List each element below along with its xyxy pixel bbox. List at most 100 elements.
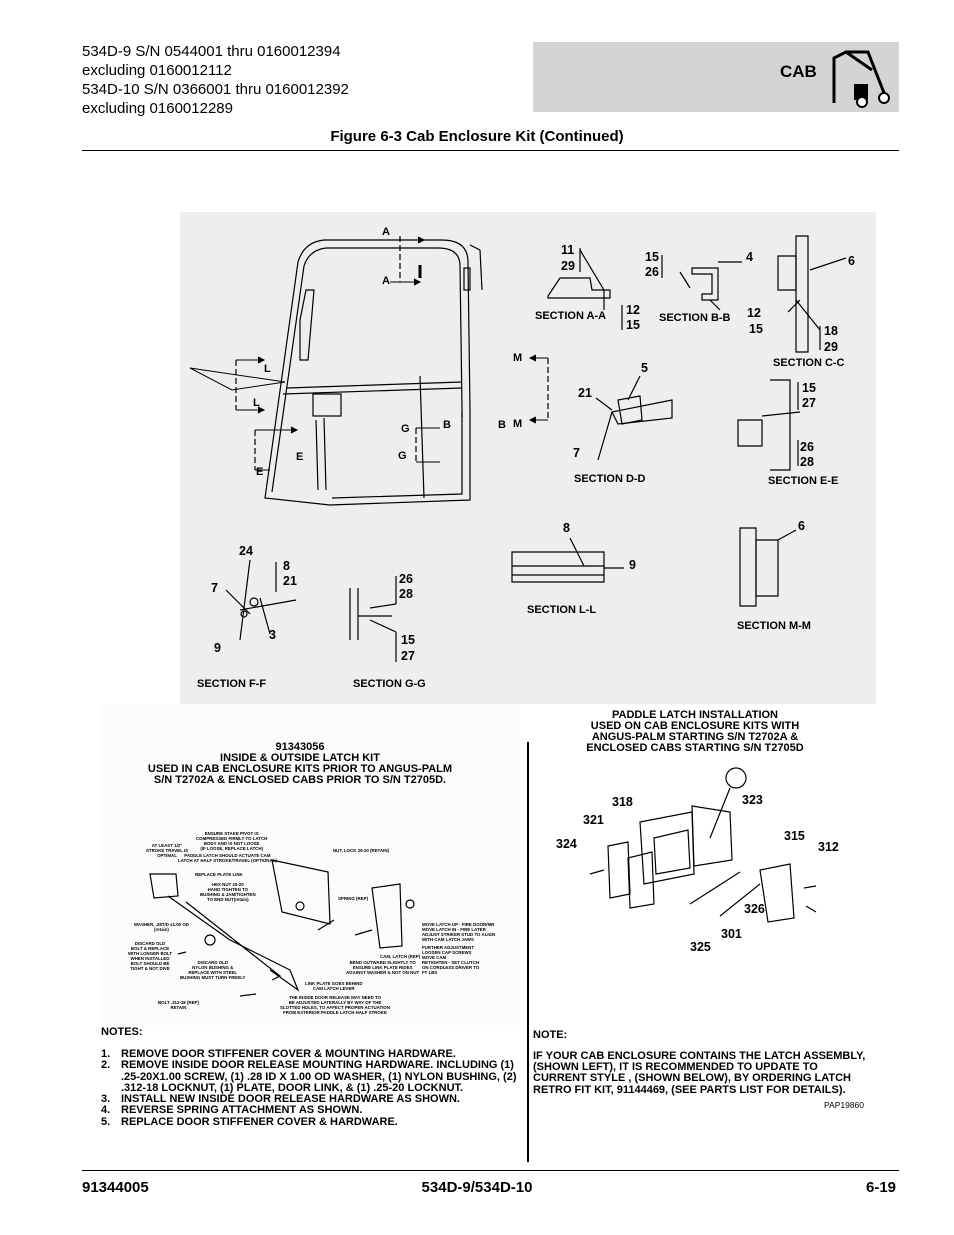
- section-cut-lines: [235, 236, 549, 470]
- section-gg-drawing: [349, 576, 397, 662]
- section-ee-drawing: [737, 379, 801, 471]
- annotation-text: ON CORDLESS DRIVER TO: [422, 965, 480, 970]
- callout: 21: [283, 574, 297, 588]
- callout: 12: [626, 303, 640, 317]
- annotation-text: REPLACE WITH STEEL: [188, 970, 238, 975]
- callout: 315: [784, 829, 805, 843]
- annotation-text: CAM, LATCH (REP): [380, 954, 421, 959]
- annotation-text: BEND OUTWARD SLIGHTLY TO: [349, 960, 416, 965]
- annotation-text: REPLACE PLATE LINK: [195, 872, 243, 877]
- section-marker: M: [513, 352, 523, 364]
- callout: 3: [269, 628, 276, 642]
- cab-door-drawing: [189, 239, 483, 506]
- annotation-text: PADDLE LATCH SHOULD ACTUATE CAM: [184, 853, 271, 858]
- annotation-block: THE INSIDE DOOR RELEASE MAY NEED TO BE A…: [280, 995, 390, 1015]
- annotation-text: (IF LOOSE, REPLACE LATCH): [200, 846, 263, 851]
- callout: 325: [690, 940, 711, 954]
- note-text: REPLACE DOOR STIFFENER COVER & HARDWARE.: [121, 1115, 398, 1128]
- section-label: SECTION G-G: [353, 678, 426, 690]
- callout: 7: [573, 446, 580, 460]
- note-item: 4.REVERSE SPRING ATTACHMENT AS SHOWN.: [101, 1104, 521, 1117]
- annotation-text: OPTIMAL: [157, 853, 177, 858]
- note-number: 5.: [101, 1115, 111, 1128]
- section-tab-label: CAB: [780, 62, 817, 81]
- notes-list: 1.REMOVE DOOR STIFFENER COVER & MOUNTING…: [101, 1048, 521, 1128]
- callout: 26: [399, 572, 413, 586]
- annotation-text: WHEN INSTALLED: [130, 956, 170, 961]
- annotation-text: FT LBS: [422, 970, 438, 975]
- callout: 24: [239, 544, 253, 558]
- footer-page-number: 6-19: [866, 1179, 897, 1196]
- latch-kit-drawing-background: [100, 705, 520, 1025]
- note-text: INSTALL NEW INSIDE DOOR RELEASE HARDWARE…: [121, 1093, 460, 1106]
- annotation-text: HEX NUT 25-20: [211, 882, 244, 887]
- model-line: 534D-9 S/N 0544001 thru 0160012394: [82, 43, 341, 60]
- note-number: 2.: [101, 1059, 111, 1072]
- caption-line: INSIDE & OUTSIDE LATCH KIT: [220, 752, 380, 764]
- annotation-text: WASHER, .28T/D x1.00 OD: [134, 922, 189, 927]
- callout: 318: [612, 795, 633, 809]
- section-ll-drawing: [511, 537, 624, 583]
- annotation-text: AT LEAST 1/2": [151, 843, 183, 848]
- annotation-text: BE ADJUSTED LATERALLY BY WAY OF THE: [288, 1000, 382, 1005]
- callout: 29: [561, 259, 575, 273]
- callout: 9: [214, 641, 221, 655]
- paddle-latch-drawing: [589, 767, 817, 923]
- section-marker: L: [253, 397, 260, 409]
- section-marker: E: [296, 451, 304, 463]
- callout: 12: [747, 306, 761, 320]
- section-aa-drawing: [547, 248, 623, 330]
- callout: 26: [800, 440, 814, 454]
- section-label: SECTION B-B: [659, 312, 731, 324]
- section-mm-drawing: [739, 527, 797, 607]
- annotation-text: ENSURE STAKE PIVOT IS: [204, 831, 259, 836]
- annotation-block: LINK PLATE GOES BEHIND CAM LATCH LEVER: [305, 981, 363, 991]
- annotation-text: FROM EXTERIOR PADDLE LATCH HALF STROKE: [283, 1010, 387, 1015]
- callout: 323: [742, 793, 763, 807]
- section-label: SECTION L-L: [527, 604, 597, 616]
- model-line: excluding 0160012112: [82, 62, 232, 79]
- callout: 324: [556, 837, 577, 851]
- annotation-text: BODY AND IS NOT LOOSE: [203, 841, 260, 846]
- callout: 15: [802, 381, 816, 395]
- annotation-text: NUT, LOCK 25-20 (RETAIN): [333, 848, 390, 853]
- section-marker: L: [264, 363, 271, 375]
- annotation-text: MOVE LATCH IN - FIRE LATER: [422, 927, 486, 932]
- annotation-text: WITH CAM LATCH JAWS: [422, 937, 474, 942]
- section-label: SECTION C-C: [773, 357, 845, 369]
- caption-line: S/N T2702A & ENCLOSED CABS PRIOR TO S/N …: [153, 774, 447, 786]
- section-label: SECTION E-E: [768, 475, 839, 487]
- callout: 26: [645, 265, 659, 279]
- callout: 21: [578, 386, 592, 400]
- annotation-block: AT LEAST 1/2" STROKE TRAVEL IS OPTIMAL: [146, 843, 188, 858]
- section-marker: M: [513, 418, 523, 430]
- column-divider: [527, 742, 529, 1162]
- section-marker: A: [382, 275, 390, 287]
- section-bb-drawing: [661, 255, 742, 311]
- footer-rule: [82, 1170, 899, 1171]
- callout: 27: [802, 396, 816, 410]
- annotation-block: PADDLE LATCH SHOULD ACTUATE CAM LATCH AT…: [178, 853, 277, 863]
- annotation-text: ADJUST STRIKER STUD TO ALIGN: [422, 932, 496, 937]
- caption-line: ENCLOSED CABS STARTING S/N T2705D: [586, 742, 804, 754]
- annotation-text: LOOSEN CAP SCREWS: [422, 950, 472, 955]
- callout: 8: [283, 559, 290, 573]
- annotation-text: CAM LATCH LEVER: [312, 986, 355, 991]
- section-label: SECTION D-D: [574, 473, 646, 485]
- annotation-block: ENSURE STAKE PIVOT IS COMPRESSED FIRMLY …: [196, 831, 267, 851]
- annotation-text: BOLT SHOULD BE: [130, 961, 170, 966]
- model-line: excluding 0160012289: [82, 100, 233, 117]
- callout: 9: [629, 558, 636, 572]
- callout: 6: [848, 254, 855, 268]
- caption-line: ANGUS-PALM STARTING S/N T2702A &: [591, 731, 799, 743]
- annotation-text: WITH LONGER BOLT: [128, 951, 173, 956]
- footer-model: 534D-9/534D-10: [421, 1179, 533, 1196]
- callout: 27: [401, 649, 415, 663]
- note-item: 2.REMOVE INSIDE DOOR RELEASE MOUNTING HA…: [101, 1059, 521, 1094]
- caption-line: USED IN CAB ENCLOSURE KITS PRIOR TO ANGU…: [147, 763, 453, 775]
- annotation-text: AGAINST WASHER & NOT ON NUT: [346, 970, 420, 975]
- callout: 4: [746, 250, 753, 264]
- note-text: REVERSE SPRING ATTACHMENT AS SHOWN.: [121, 1104, 363, 1117]
- drawing-background: [180, 212, 876, 704]
